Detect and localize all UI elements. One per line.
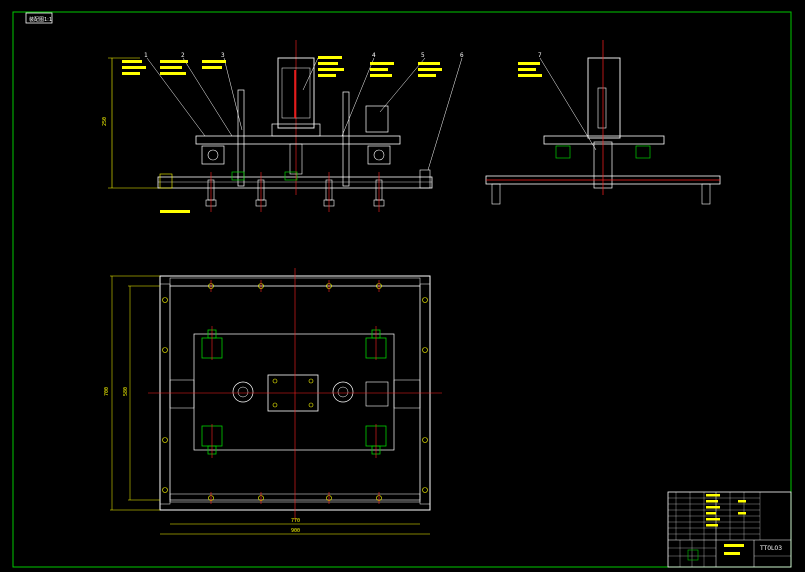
plan-height-dim-inner: 580 bbox=[123, 387, 129, 396]
title-block-drawing-number: TT0L03 bbox=[759, 545, 782, 552]
side-part-number-7: 7 bbox=[538, 52, 542, 59]
front-height-dim: 250 bbox=[102, 117, 108, 126]
plan-width-dim-outer: 900 bbox=[291, 528, 300, 534]
top-left-tag: 装配图1:1 bbox=[25, 12, 53, 24]
plan-view: 770 900 700 580 bbox=[104, 268, 442, 535]
front-part-number-4: 4 bbox=[372, 52, 376, 59]
front-part-number-1: 1 bbox=[144, 52, 148, 59]
front-view: 250 bbox=[102, 40, 464, 213]
front-part-number-5: 5 bbox=[421, 52, 425, 59]
front-part-number-6: 6 bbox=[460, 52, 464, 59]
front-part-number-2: 2 bbox=[181, 52, 185, 59]
plan-width-dim-inner: 770 bbox=[291, 518, 300, 524]
title-block: TT0L03 bbox=[667, 491, 792, 568]
side-view: 7 bbox=[485, 40, 721, 205]
front-part-number-3: 3 bbox=[221, 52, 225, 59]
plan-height-dim-outer: 700 bbox=[104, 387, 110, 396]
drawing-border bbox=[12, 11, 792, 568]
top-left-tag-text: 装配图1:1 bbox=[29, 16, 52, 23]
